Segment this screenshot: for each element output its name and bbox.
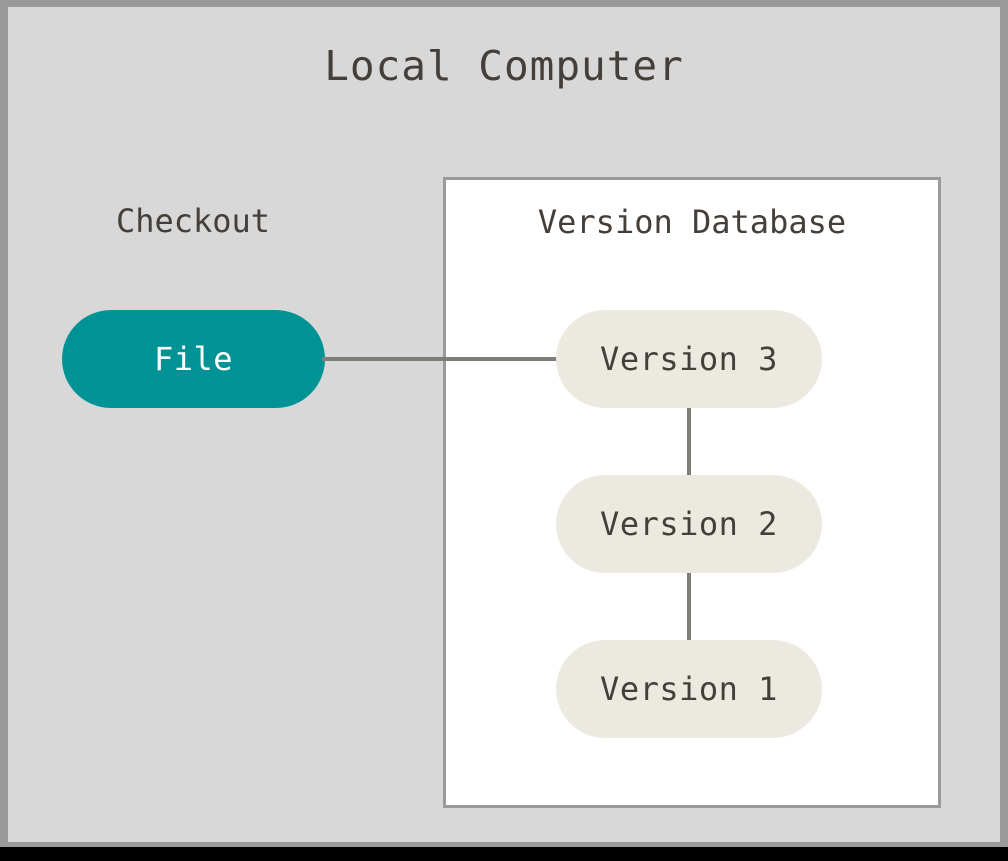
checkout-label: Checkout xyxy=(115,202,271,240)
version-node-1[interactable]: Version 1 xyxy=(556,640,822,738)
connector-version-2-to-version-1 xyxy=(687,565,691,650)
version-node-2[interactable]: Version 2 xyxy=(556,475,822,573)
page-title: Local Computer xyxy=(324,42,684,90)
version-database-title: Version Database xyxy=(537,203,847,241)
file-node-label: File xyxy=(153,340,234,378)
version-node-3[interactable]: Version 3 xyxy=(556,310,822,408)
version-node-2-label: Version 2 xyxy=(600,505,778,543)
file-node[interactable]: File xyxy=(62,310,325,408)
connector-file-to-version-3 xyxy=(322,357,562,361)
version-node-1-label: Version 1 xyxy=(600,670,778,708)
bottom-letterbox-bar xyxy=(0,847,1008,861)
version-node-3-label: Version 3 xyxy=(600,340,778,378)
connector-version-3-to-version-2 xyxy=(687,400,691,485)
